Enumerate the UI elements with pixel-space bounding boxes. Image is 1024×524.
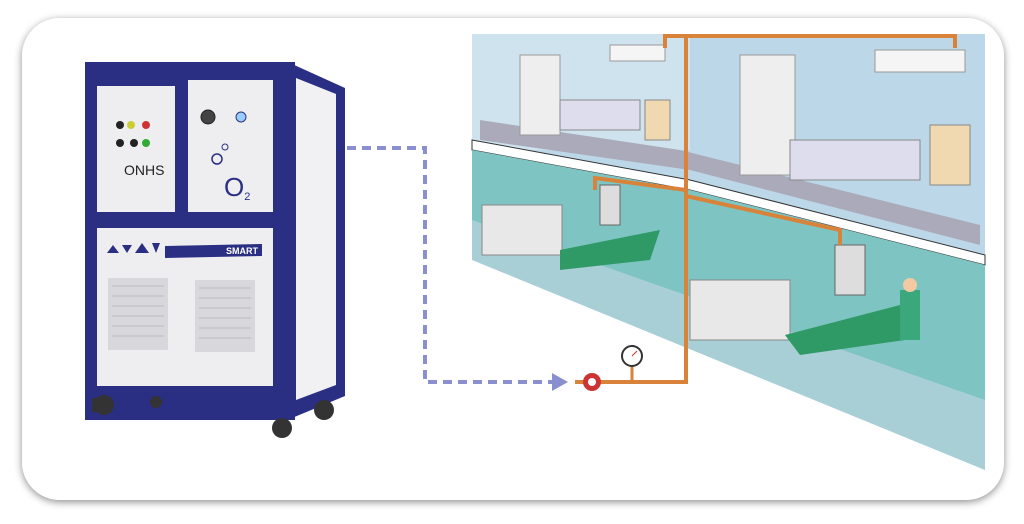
oxygen-generator	[85, 62, 345, 438]
arrow-head	[552, 373, 568, 391]
model-label: SMART	[226, 246, 258, 256]
brand-logo: ONHS	[124, 162, 164, 178]
flow-arrow	[347, 146, 552, 384]
hospital-building	[471, 34, 986, 470]
valve-icon	[583, 373, 601, 391]
oxygen-pipeline	[575, 34, 957, 384]
gas-label: O2	[224, 172, 250, 203]
pressure-gauge-icon	[621, 345, 643, 382]
